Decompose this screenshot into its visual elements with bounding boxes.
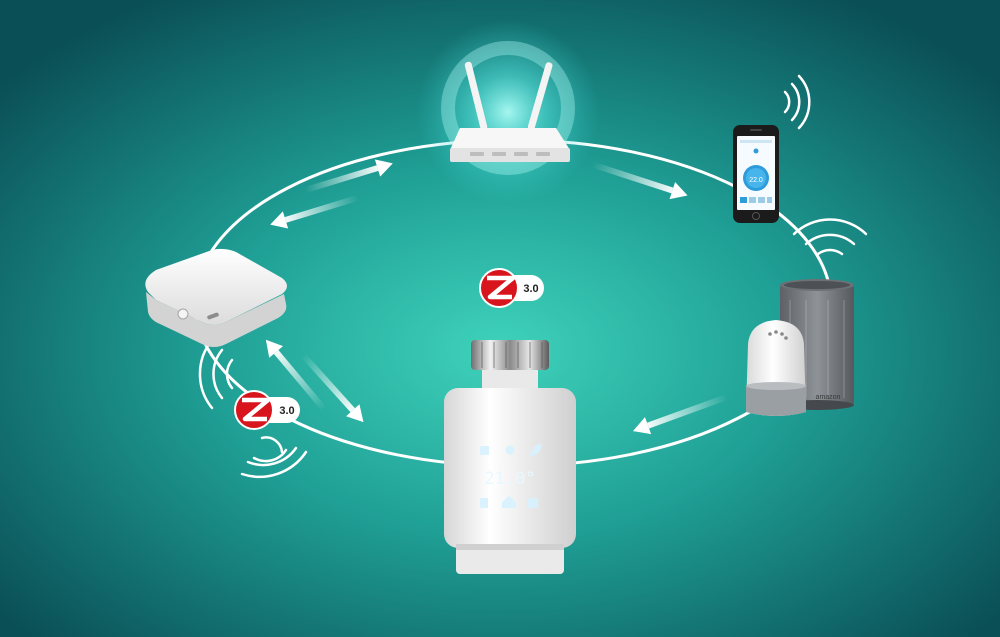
- zigbee-version-label: 3.0: [523, 283, 538, 295]
- arrow-gateway-to-router: [303, 159, 393, 194]
- arrow-speaker-to-thermostat: [633, 394, 729, 435]
- zigbee-icon: [487, 275, 516, 300]
- wifi-router-icon: [450, 61, 570, 162]
- zigbee-icon: [242, 397, 271, 422]
- signal-waves: [198, 74, 868, 479]
- arrow-router-to-phone: [591, 161, 688, 200]
- thermostat-display: 21.0°: [484, 469, 535, 489]
- arrow-router-to-gateway: [270, 194, 360, 229]
- signal-icon-speaker: [792, 218, 868, 256]
- gateway-hub-icon: [145, 248, 287, 347]
- zigbee-badge-center: 3.0: [479, 268, 544, 308]
- arrow-thermostat-to-gateway: [265, 339, 327, 411]
- phone-temperature-readout: 22.0: [749, 177, 763, 184]
- amazon-brand-label: amazon: [816, 394, 841, 401]
- signal-icon-phone: [783, 74, 811, 130]
- zigbee-version-label: 3.0: [279, 405, 294, 417]
- arrow-gateway-to-thermostat: [301, 353, 364, 423]
- smartphone-icon: 22.0: [733, 125, 779, 223]
- signal-icon-zigbee: [240, 436, 308, 479]
- google-home-icon: [746, 320, 806, 416]
- connection-arrows: [265, 159, 729, 435]
- radiator-valve-icon: 21.0°: [444, 340, 576, 574]
- signal-icon-gateway: [198, 338, 234, 410]
- zigbee-badge-left: 3.0: [234, 390, 300, 430]
